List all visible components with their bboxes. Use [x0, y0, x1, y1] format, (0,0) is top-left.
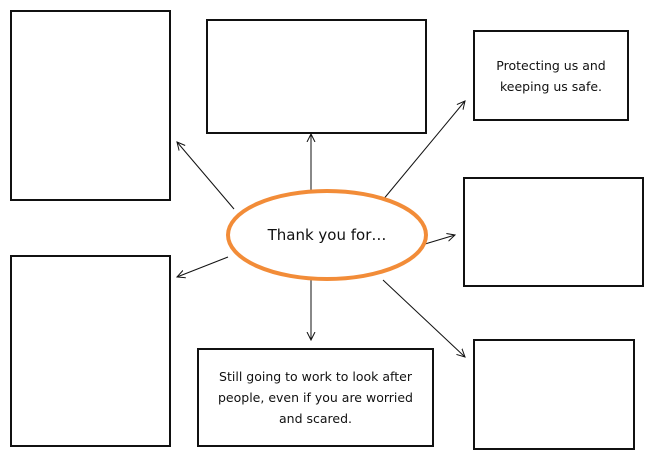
arrow-to-middle-right [424, 235, 455, 245]
box-top-center [206, 19, 427, 134]
arrow-to-bottom-right [382, 279, 465, 357]
box-top-right-text: Protecting us and keeping us safe. [496, 57, 606, 94]
arrow-to-top-left [177, 142, 235, 210]
box-top-right: Protecting us and keeping us safe. [473, 30, 629, 121]
box-top-left [10, 10, 171, 201]
center-label: Thank you for… [267, 225, 387, 244]
box-bottom-center-text: Still going to work to look after people… [218, 369, 413, 426]
box-bottom-right [473, 339, 635, 450]
box-middle-right [463, 177, 644, 287]
arrow-to-bottom-left [177, 256, 229, 277]
box-bottom-left [10, 255, 171, 447]
box-bottom-center: Still going to work to look after people… [197, 348, 434, 447]
